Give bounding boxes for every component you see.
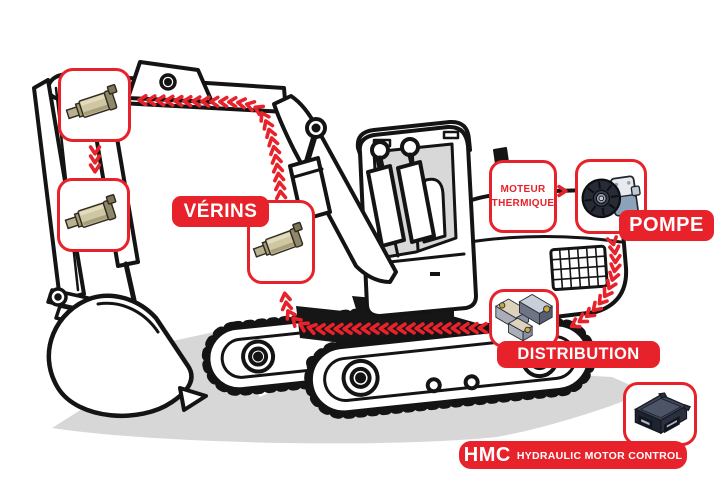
pompe-text: POMPE xyxy=(629,214,704,236)
distribution-text: DISTRIBUTION xyxy=(517,345,640,363)
hydraulic-cylinder-icon xyxy=(64,194,116,230)
hmc-acronym-text: HMC xyxy=(463,443,511,466)
label-verins: VÉRINS xyxy=(172,196,269,227)
boom-lift-cylinders xyxy=(366,137,436,248)
callout-cylinder-top xyxy=(58,68,131,142)
label-distribution: DISTRIBUTION xyxy=(497,341,660,368)
label-hmc: HMC HYDRAULIC MOTOR CONTROL xyxy=(459,441,687,469)
moteur-thermique-label-line1: MOTEUR xyxy=(500,184,546,195)
callout-distribution xyxy=(489,289,559,348)
callout-moteur-thermique: MOTEUR THERMIQUE xyxy=(489,160,557,233)
moteur-thermique-label-line2: THERMIQUE xyxy=(491,197,555,209)
hmc-full-text: HYDRAULIC MOTOR CONTROL xyxy=(516,450,683,462)
callout-cylinder-bottom xyxy=(57,178,130,252)
main-boom xyxy=(272,94,398,284)
label-pompe: POMPE xyxy=(619,210,714,241)
bucket xyxy=(46,293,208,419)
ecu-controller-icon xyxy=(633,392,692,435)
gear-pump-icon xyxy=(581,175,641,218)
control-valves-icon xyxy=(494,293,554,342)
verins-text: VÉRINS xyxy=(183,200,258,222)
callout-hmc xyxy=(623,382,697,446)
callout-cylinder-center xyxy=(247,200,315,284)
flow-chevrons xyxy=(88,93,622,336)
hydraulic-cylinder-icon xyxy=(65,84,117,120)
hydraulic-cylinder-icon xyxy=(252,221,304,258)
